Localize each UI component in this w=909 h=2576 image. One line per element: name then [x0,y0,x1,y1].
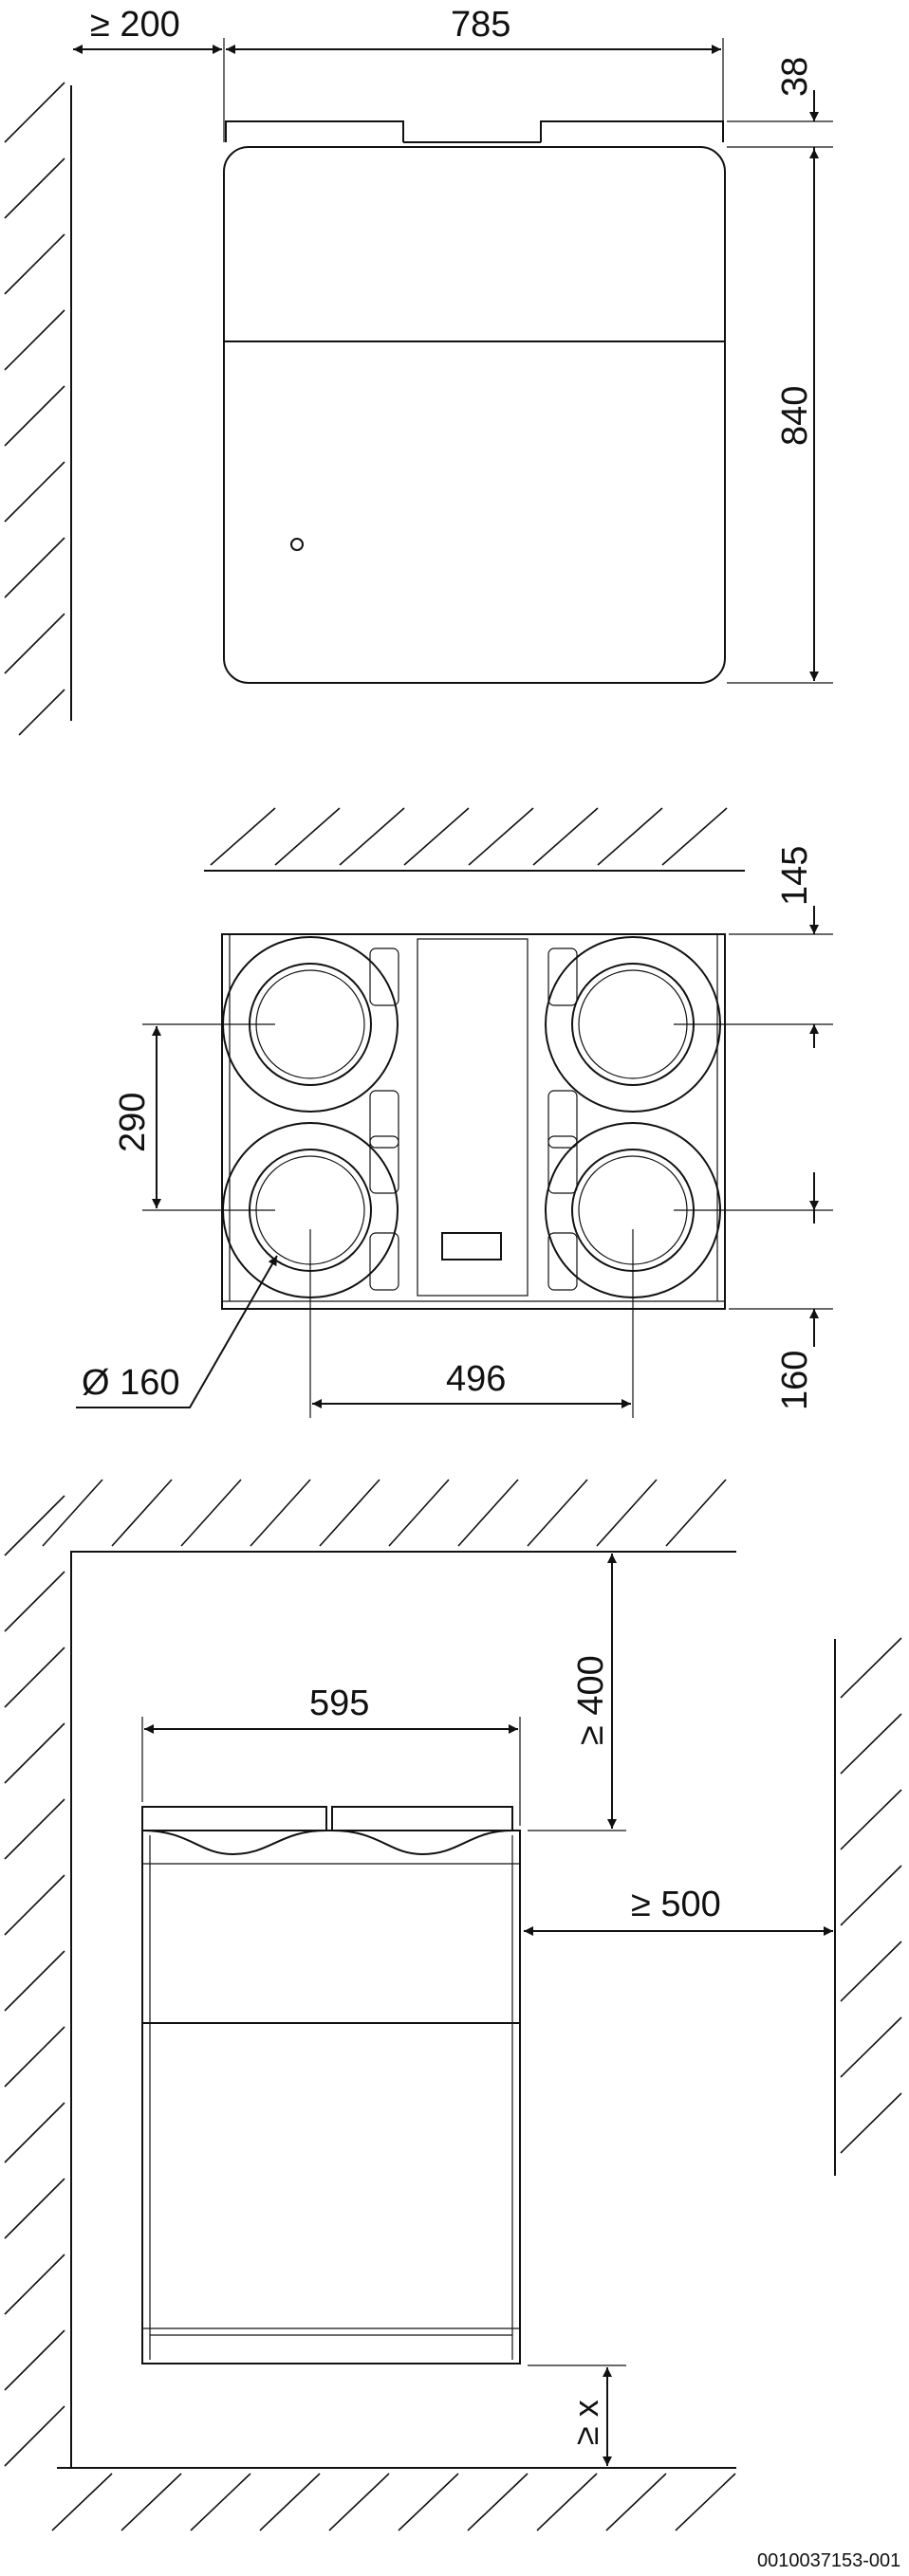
dim-diameter-leader [76,1255,278,1408]
left-wall-hatching [4,1495,65,2467]
top-view: 145 160 290 496 Ø 160 [76,807,833,1418]
rear-wall-hatching [210,807,728,866]
top-display [441,1232,502,1260]
dim-spigot-horizontal: 496 [446,1359,506,1399]
ceiling-hatching [42,1479,727,1547]
right-wall-hatching [840,1637,902,2154]
front-wall-hatching [4,82,65,736]
room-wall-outline [70,1551,736,2468]
front-top-connectors [225,120,724,143]
dim-clearance-side: ≥ 200 [90,5,180,45]
dim-bottom-clearance: ≥ x [566,2400,605,2445]
dim-front-offset: 160 [775,1351,815,1410]
side-view: ≥ 400 595 ≥ 500 ≥ x [4,1479,902,2531]
dim-spigot-vertical: 290 [113,1093,153,1152]
dim-rear-clearance: 145 [775,846,815,906]
dim-top-part-height: 38 [775,57,815,97]
dim-side-clearance: ≥ 500 [631,1885,721,1924]
dim-top-clearance: ≥ 400 [571,1655,611,1745]
side-unit-body [141,1830,521,2364]
top-center-channel [417,938,529,1297]
front-view: ≥ 200 785 38 840 [4,5,833,736]
top-unit-outline [221,933,726,1310]
front-unit-body [223,146,726,684]
dim-spigot-diameter: Ø 160 [82,1363,180,1403]
front-unit-indicator-light [290,538,304,551]
dim-width: 785 [451,5,510,45]
document-id: 0010037153-001 [757,2550,900,2571]
dim-height: 840 [775,386,815,446]
side-unit-top-flexduct [141,1806,513,1856]
dim-depth: 595 [309,1684,369,1723]
floor-hatching [51,2473,736,2531]
